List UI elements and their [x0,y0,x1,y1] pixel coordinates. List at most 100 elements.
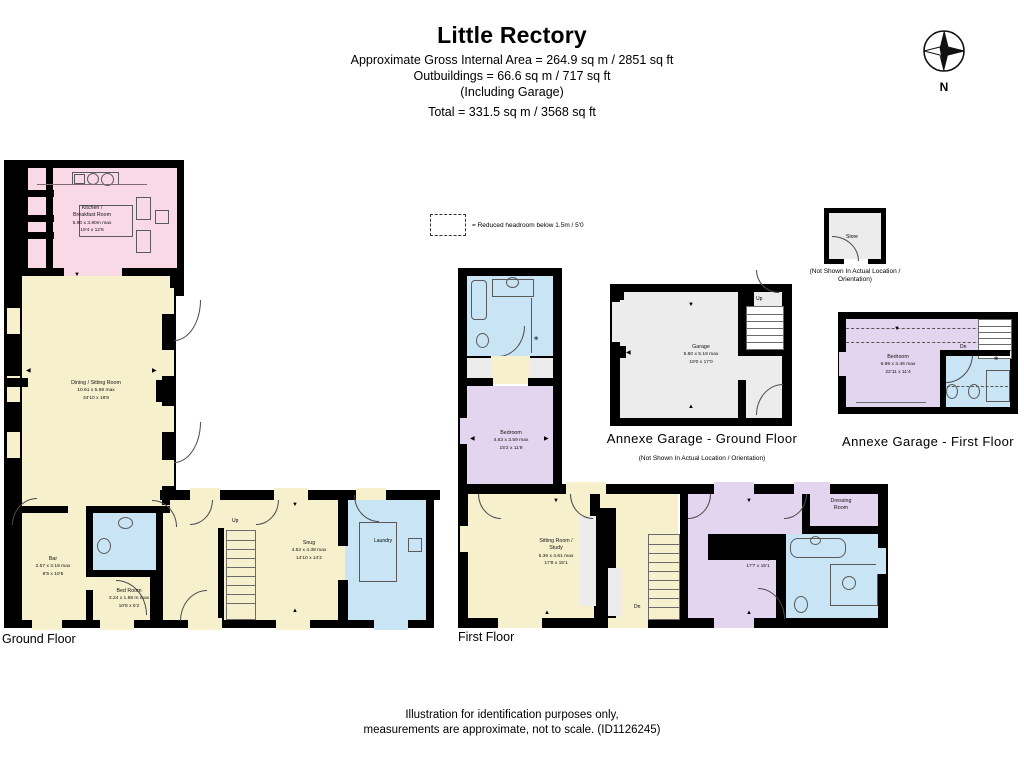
dashed-box-icon [430,214,466,236]
wall [458,484,468,628]
wall [553,268,562,484]
door-icon [174,300,201,341]
disclaimer: Illustration for identification purposes… [0,708,1024,738]
wall [824,208,886,213]
room-label-sitting-study: Sitting Room / Study 5.36 x 4.61 max 17'… [538,538,574,567]
room-label-dressing: Dressing Room [830,498,852,512]
wall [824,208,829,264]
first-floor-label: First Floor [458,630,515,644]
disclaimer-line-1: Illustration for identification purposes… [405,709,619,721]
wall [458,268,562,276]
hob-icon [74,174,85,184]
window [188,618,222,630]
unit-icon [136,197,151,220]
wall [942,350,1010,356]
window [160,406,174,432]
sink-icon [101,173,114,186]
wall [156,506,163,576]
total-area-text: Total = 331.5 sq m / 3568 sq ft [428,105,596,119]
wall [458,618,888,628]
wall [150,570,163,620]
wall [218,528,224,620]
store-plan: Store [824,208,886,264]
room-laundry [345,500,426,620]
first-floor-plan: ✻ ▼ Bedroom 4.63 x 3.59 max 15'2 x 11'9 … [458,268,888,628]
window [714,616,754,628]
annexe-garage-ground-plan: Garage 5.80 x 5.18 max 19'0 x 17'0 ▼ ▲ ◀… [610,270,792,426]
wall [46,168,53,268]
chimney-recess [608,568,622,616]
staircase-up [746,306,784,350]
wall [838,407,1018,414]
wall [86,570,163,577]
reduced-headroom-line [846,328,1006,329]
window [32,618,62,630]
room-label-bed-room: Bed Room 3.24 x 1.88 m max 10'8 x 6'2 [108,588,150,609]
wall [802,526,878,534]
stair-direction-label: Up [756,296,763,302]
wall [868,259,886,264]
wall [610,284,792,292]
annexe-garage-first-plan: Bedroom 6.99 x 3.46 max 22'11 x 11'4 ▼ D… [838,312,1018,414]
wall [708,534,784,560]
room-label-bedroom-upper: Bedroom 4.63 x 3.59 max 15'2 x 11'9 [493,430,529,451]
compass-rose-icon [921,28,967,74]
disclaimer-line-2: measurements are approximate, not to sca… [363,724,661,736]
wall [338,500,348,546]
wall [338,580,348,620]
basin-icon [968,384,980,399]
wall [746,284,754,306]
shower-screen [531,298,533,353]
wall [776,534,786,618]
staircase-down [648,534,680,620]
wall [4,498,22,628]
window [460,418,470,444]
wall [824,259,844,264]
wall [22,215,54,222]
room-dressing [810,494,878,526]
basin-icon [842,576,856,590]
wall [458,268,467,484]
door-icon [174,422,201,463]
room-sitting-study [468,494,678,618]
wall [4,160,184,168]
landing-left [467,358,491,380]
ground-floor-label: Ground Floor [2,632,76,646]
room-label-kitchen-block: Kitchen / Breakfast Room 5.90 x 3.80m ma… [72,205,112,234]
room-bedroom-upper [467,386,553,484]
window [160,288,174,314]
wall [458,484,888,494]
wall [86,506,170,513]
room-bedroom-annexe [846,319,950,407]
including-garage-text: (Including Garage) [460,85,564,99]
wall [738,348,782,356]
annexe-garage-first-label: Annexe Garage - First Floor [842,434,1014,449]
window [566,482,606,494]
shower-icon: ✻ [534,336,539,342]
room-kitchen-alcove [159,168,177,280]
detail-line [37,184,147,186]
shower-icon [830,564,878,606]
shower-head-icon: ✻ [994,356,999,362]
outbuildings-area-text: Outbuildings = 66.6 sq m / 717 sq ft [413,69,611,83]
detail-line [856,402,926,403]
wall [22,232,54,239]
landing-center [491,356,530,384]
stair-direction-label: Dn [634,604,641,610]
wall [610,418,792,426]
reduced-headroom-line [846,342,996,343]
window [714,482,754,494]
wall [22,190,54,197]
window [7,308,20,334]
wall [22,506,68,513]
laundry-unit-icon [359,522,397,582]
ground-floor-plan: Kitchen / Breakfast Room Kitchen / Break… [4,160,440,630]
window [612,302,620,342]
window [374,618,408,630]
stair-direction-label: Up [232,518,239,524]
wall [156,380,172,402]
room-label-garage: Garage 5.80 x 5.18 max 19'0 x 17'0 [683,344,719,365]
wall-pier [610,288,624,300]
reduced-headroom-legend: = Reduced headroom below 1.5m / 5'0 [430,214,584,236]
